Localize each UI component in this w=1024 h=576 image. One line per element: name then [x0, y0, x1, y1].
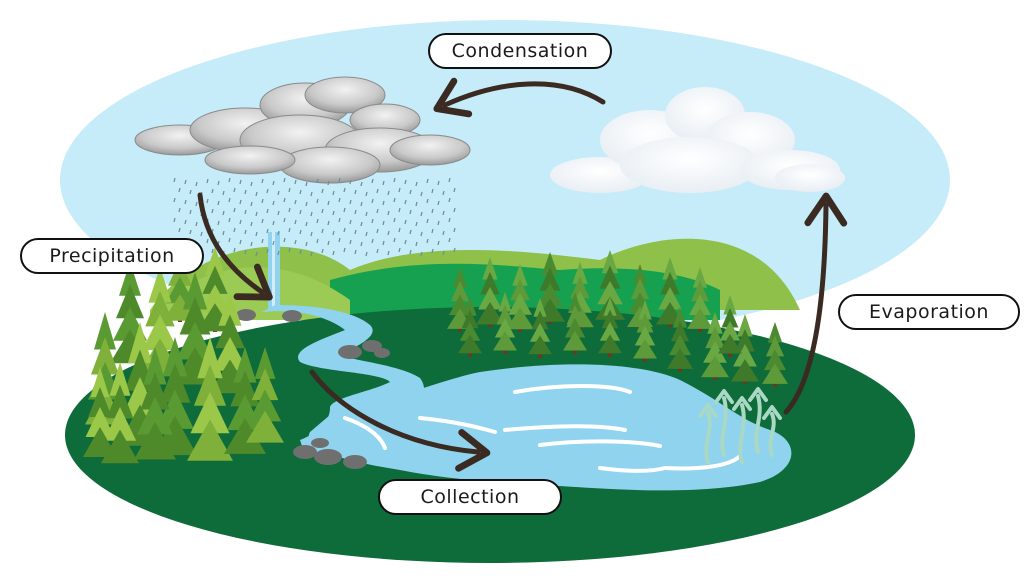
evaporation-steam [698, 387, 782, 464]
collection-label: Collection [378, 479, 562, 515]
rocks [236, 309, 390, 469]
rain-drops [173, 177, 456, 257]
precipitation-label: Precipitation [20, 238, 204, 274]
lake-ripples [343, 384, 742, 473]
evaporation-arrow [783, 192, 848, 415]
rain-cloud [134, 76, 471, 184]
forest-right [447, 250, 788, 387]
evaporation-label: Evaporation [838, 294, 1020, 330]
forest-left [83, 242, 284, 464]
collection-arrow [309, 369, 491, 472]
white-cloud [550, 87, 845, 193]
river [262, 305, 480, 466]
precipitation-arrow [197, 192, 273, 301]
waterfall [268, 232, 280, 310]
condensation-label: Condensation [428, 33, 612, 69]
cycle-arrows [197, 77, 848, 472]
condensation-arrow [433, 77, 606, 118]
